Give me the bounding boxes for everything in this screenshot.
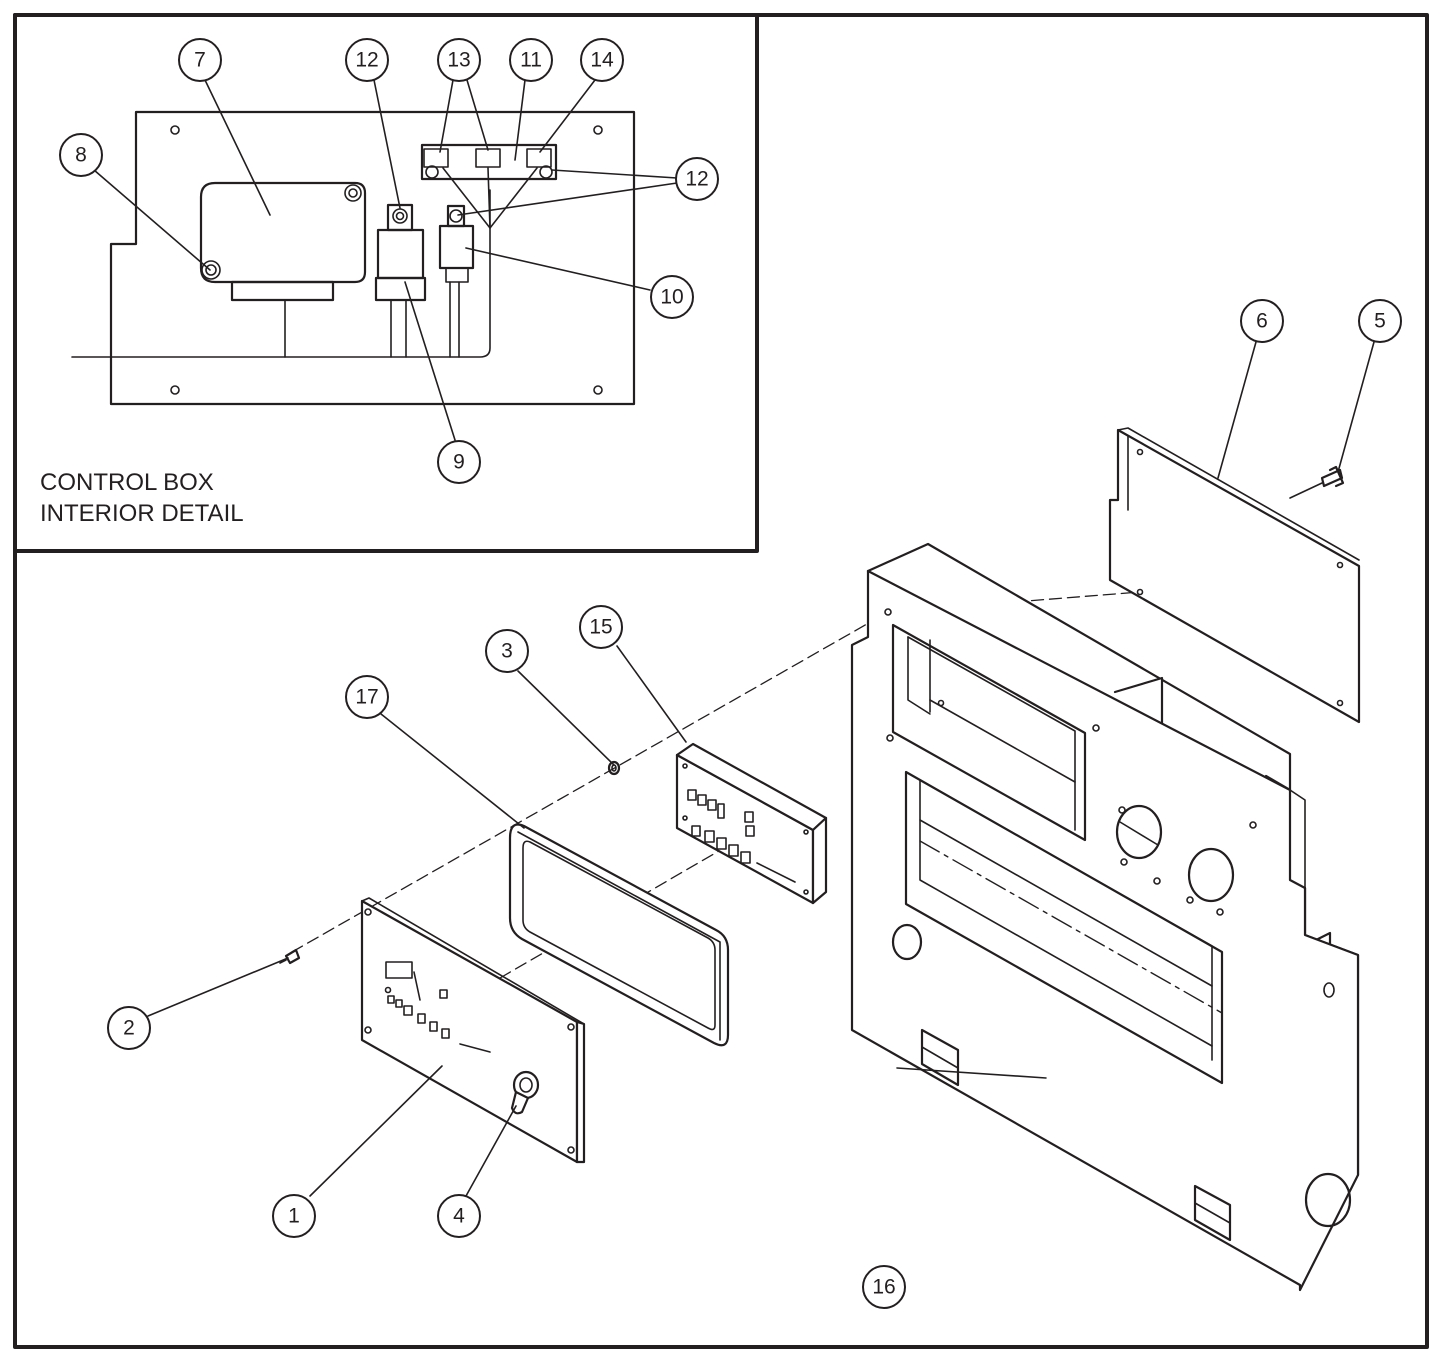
svg-text:17: 17 [355, 686, 378, 709]
callout-1: 1 [272, 1194, 316, 1238]
callout-13: 13 [437, 38, 481, 82]
callout-12-top: 12 [345, 38, 389, 82]
svg-text:2: 2 [123, 1017, 135, 1040]
callout-2: 2 [107, 1006, 151, 1050]
svg-text:5: 5 [1374, 310, 1386, 333]
inset-frame [13, 13, 759, 553]
svg-text:8: 8 [75, 144, 87, 167]
svg-text:15: 15 [589, 616, 612, 639]
callout-15: 15 [579, 605, 623, 649]
gasket [508, 823, 730, 1047]
callout-14: 14 [580, 38, 624, 82]
svg-text:7: 7 [194, 49, 206, 72]
callout-11: 11 [509, 38, 553, 82]
svg-text:13: 13 [447, 49, 470, 72]
screw-5 [1289, 465, 1345, 499]
caption-line-2: INTERIOR DETAIL [40, 500, 244, 527]
terminal-strip [420, 143, 558, 181]
svg-text:11: 11 [520, 49, 542, 72]
control-module [199, 181, 367, 284]
svg-text:14: 14 [590, 49, 614, 72]
svg-text:1: 1 [288, 1205, 300, 1228]
control-box-back-plate [109, 110, 636, 406]
svg-text:16: 16 [872, 1276, 895, 1299]
leader-lines [93, 79, 1375, 1197]
small-relay [438, 224, 475, 270]
callout-16: 16 [862, 1265, 906, 1309]
screw-2 [279, 948, 301, 965]
callout-8: 8 [59, 133, 103, 177]
callout-7: 7 [178, 38, 222, 82]
key-switch [510, 1070, 540, 1115]
callout-17: 17 [345, 675, 389, 719]
callout-10: 10 [650, 275, 694, 319]
callout-9: 9 [437, 440, 481, 484]
svg-text:12: 12 [355, 49, 378, 72]
callout-5: 5 [1358, 299, 1402, 343]
svg-text:9: 9 [453, 451, 465, 474]
svg-text:3: 3 [501, 640, 513, 663]
caption-line-1: CONTROL BOX [40, 469, 214, 496]
svg-text:4: 4 [453, 1205, 465, 1228]
svg-text:6: 6 [1256, 310, 1268, 333]
svg-text:10: 10 [660, 286, 683, 309]
callout-4: 4 [437, 1194, 481, 1238]
control-box-interior-detail [71, 110, 636, 406]
circuit-board [675, 742, 828, 905]
control-box-housing [850, 542, 1360, 1292]
rear-cover-plate [1108, 427, 1361, 724]
callout-6: 6 [1240, 299, 1284, 343]
callout-12-right: 12 [675, 157, 719, 201]
callout-3: 3 [485, 629, 529, 673]
svg-text:12: 12 [685, 168, 708, 191]
